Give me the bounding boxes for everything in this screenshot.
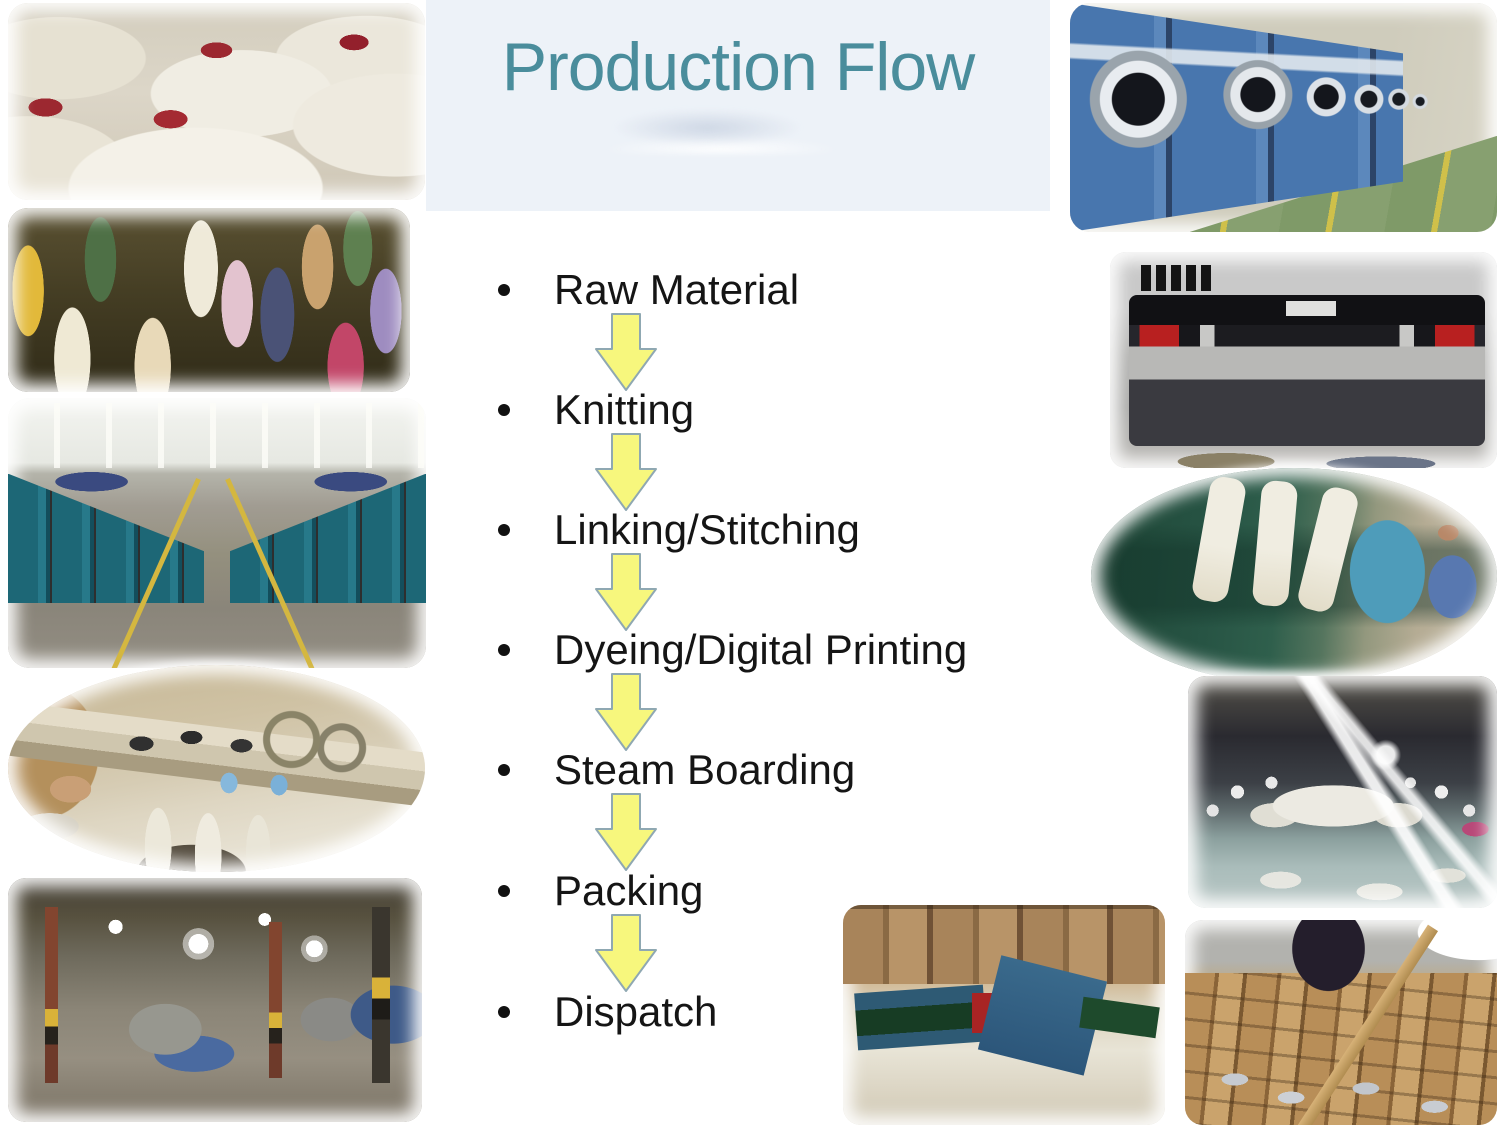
colored-yarn-cones-photo — [8, 208, 410, 392]
dispatch-boxes-photo — [1185, 920, 1497, 1125]
industrial-dryers-photo — [1070, 3, 1497, 232]
bullet-icon — [498, 644, 510, 656]
page-title: Production Flow — [501, 29, 976, 105]
down-arrow-icon — [595, 914, 657, 992]
down-arrow-icon — [595, 433, 657, 511]
ceiling-lights-decor — [8, 403, 426, 469]
packing-conveyor-photo — [843, 905, 1165, 1125]
flow-step-label: Dyeing/Digital Printing — [554, 626, 968, 673]
title-watermark — [586, 110, 856, 154]
bullet-icon — [498, 404, 510, 416]
flow-step-label: Steam Boarding — [554, 746, 856, 793]
flow-step-label: Packing — [554, 867, 704, 914]
flow-step-packing: Packing — [498, 863, 703, 919]
packing-workers-photo — [1188, 676, 1497, 908]
bullet-icon — [498, 885, 510, 897]
pillar-decor — [268, 921, 282, 1079]
flow-step-linking-stitching: Linking/Stitching — [498, 502, 860, 558]
down-arrow-icon — [595, 313, 657, 391]
flow-step-dispatch: Dispatch — [498, 984, 717, 1040]
flow-step-knitting: Knitting — [498, 382, 694, 438]
flow-step-raw-material: Raw Material — [498, 262, 799, 318]
flow-step-label: Knitting — [554, 386, 695, 433]
digital-printer-photo — [1110, 252, 1497, 468]
down-arrow-icon — [595, 553, 657, 631]
flow-step-label: Dispatch — [554, 988, 718, 1035]
pillar-decor — [372, 907, 391, 1083]
flow-step-dyeing-digital-printing: Dyeing/Digital Printing — [498, 622, 967, 678]
title-banner: Production Flow — [426, 0, 1050, 211]
bullet-icon — [498, 1006, 510, 1018]
knitting-factory-aisle-photo — [8, 398, 426, 668]
flow-step-steam-boarding: Steam Boarding — [498, 742, 855, 798]
bullet-icon — [498, 764, 510, 776]
flow-step-label: Linking/Stitching — [554, 506, 860, 553]
white-yarn-cones-photo — [8, 3, 425, 200]
dye-house-photo — [8, 878, 422, 1122]
down-arrow-icon — [595, 793, 657, 871]
down-arrow-icon — [595, 673, 657, 751]
pillar-decor — [45, 907, 59, 1083]
bullet-icon — [498, 284, 510, 296]
steam-boarding-photo — [1091, 468, 1497, 684]
flow-step-label: Raw Material — [554, 266, 800, 313]
bullet-icon — [498, 524, 510, 536]
linking-machine-photo — [8, 665, 425, 872]
